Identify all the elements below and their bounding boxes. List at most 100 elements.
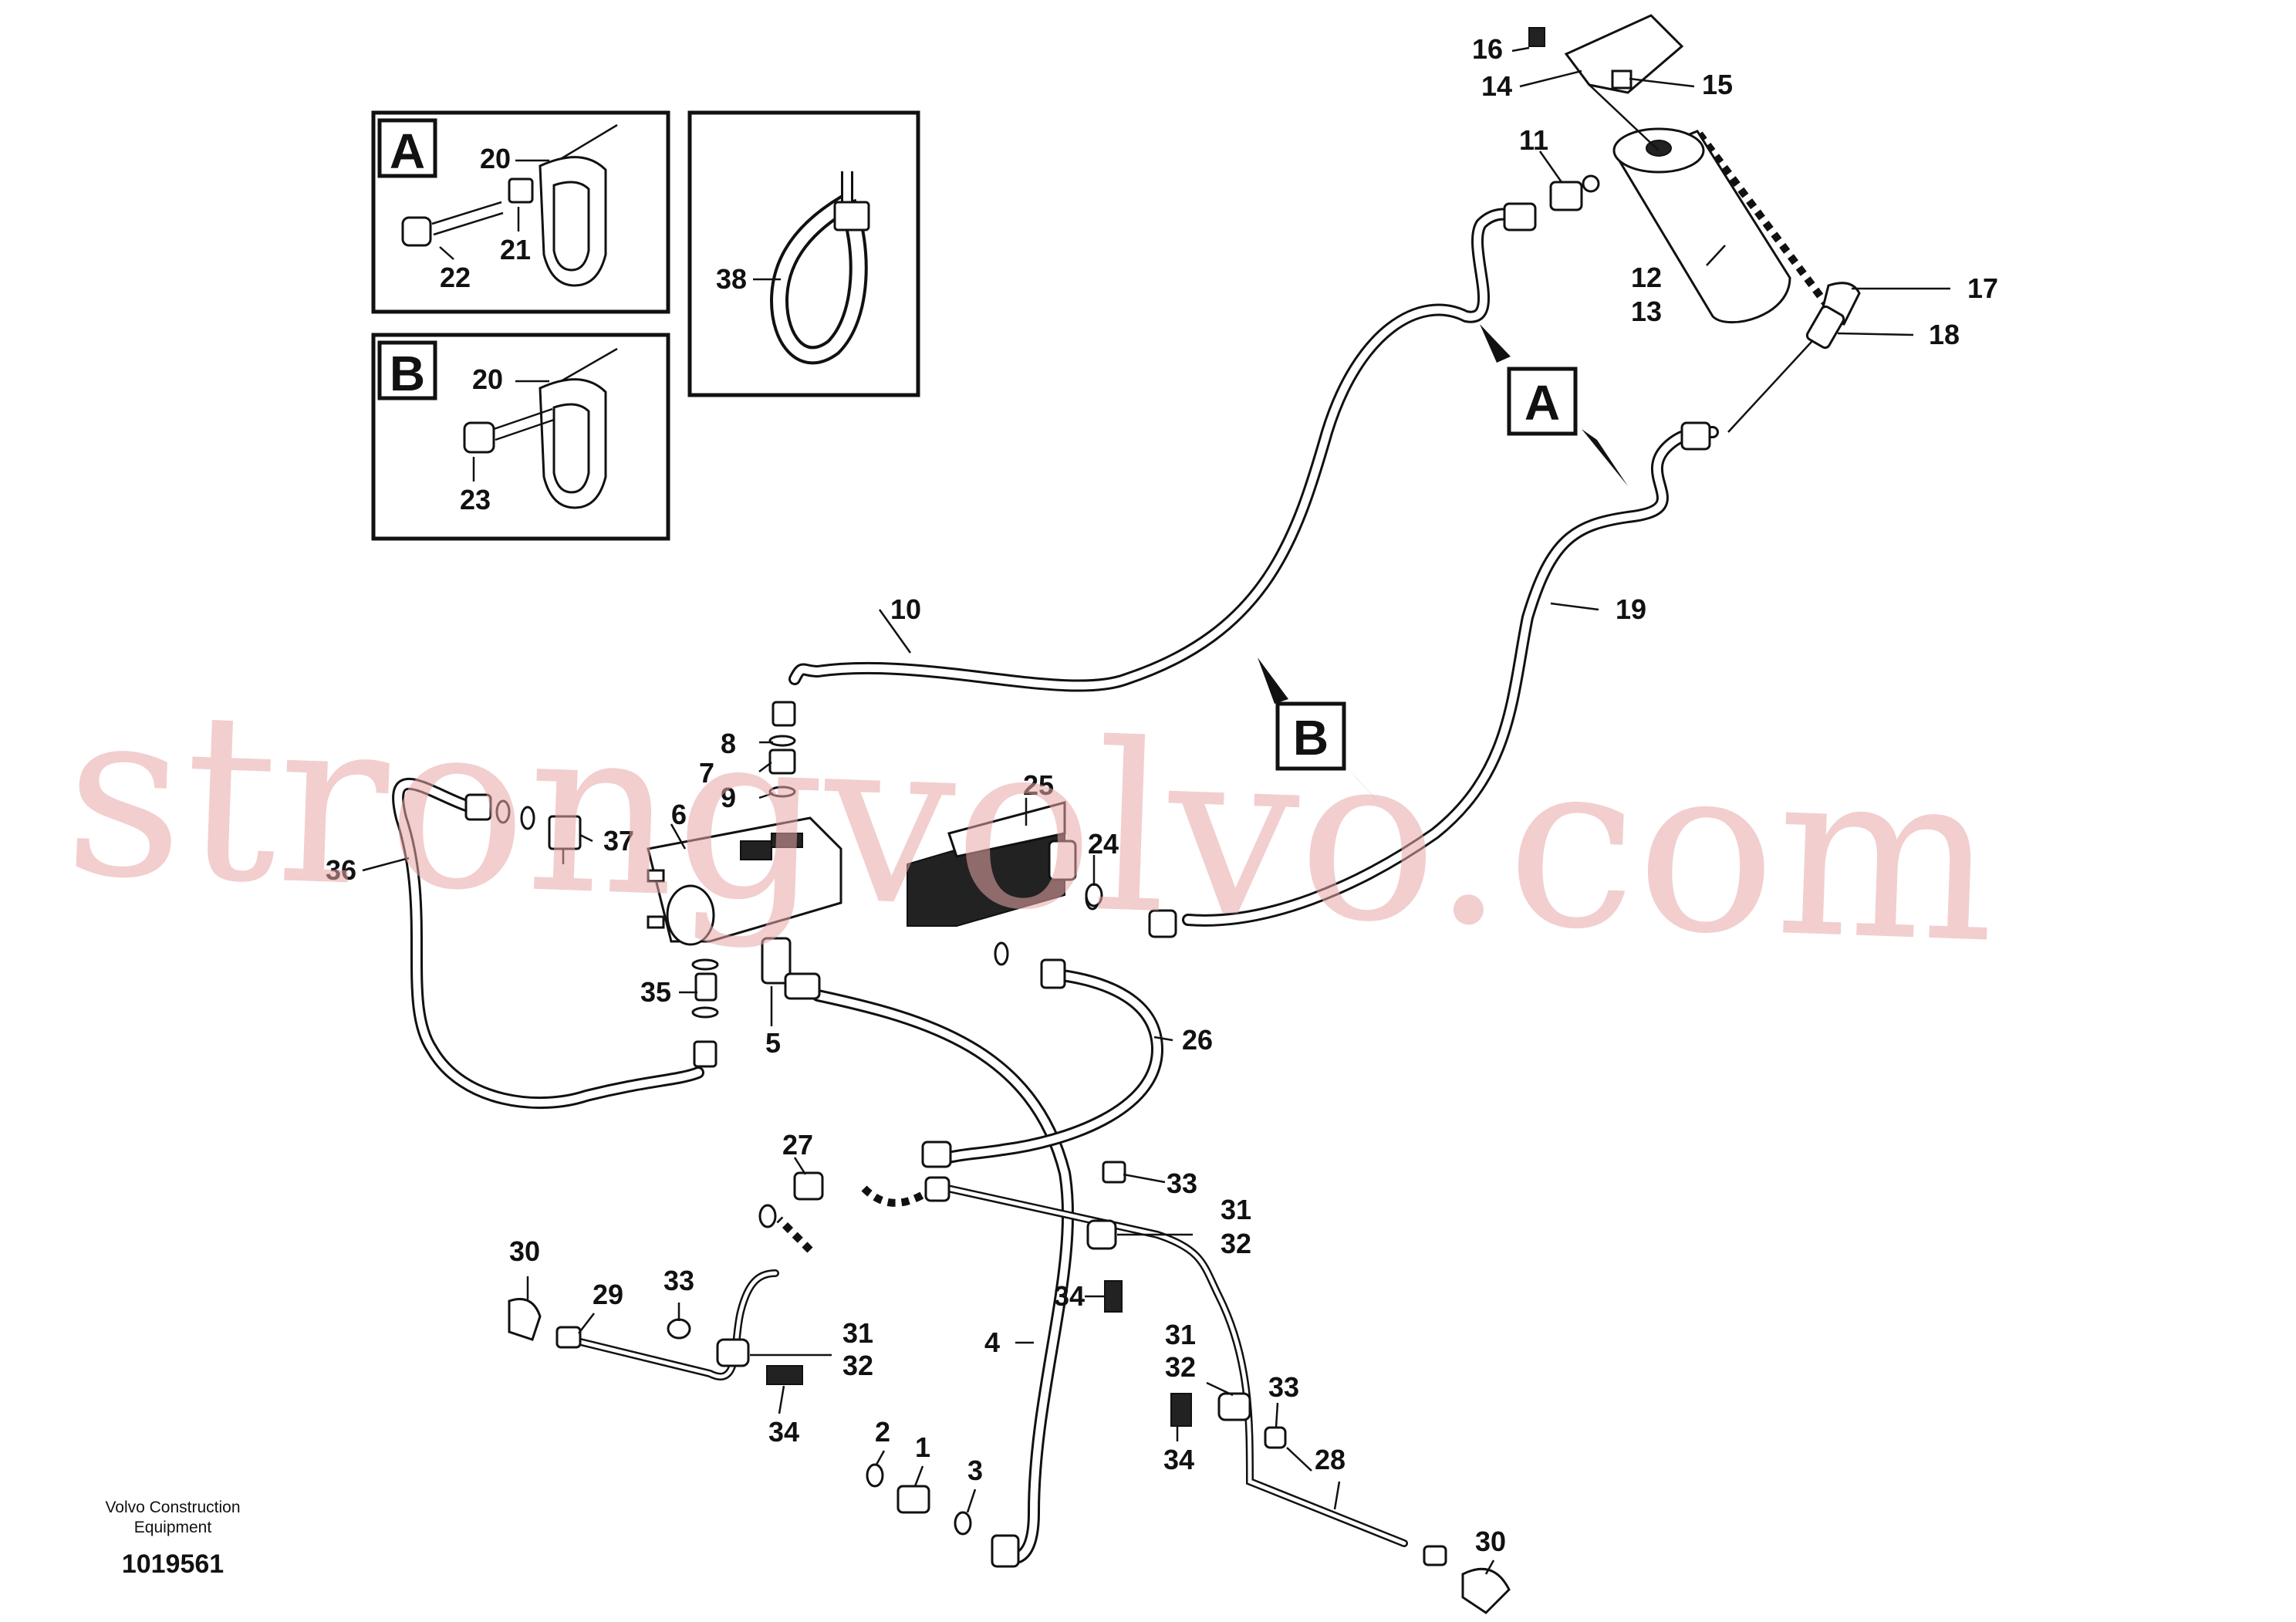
bolt-15 — [1611, 69, 1633, 90]
label-29: 29 — [593, 1279, 623, 1310]
fitting-pipe-28 — [924, 1176, 950, 1202]
fitting-hose-4-mid — [921, 1140, 952, 1168]
detail-marker-a-letter: A — [1524, 375, 1560, 431]
bolt-34b — [766, 1365, 803, 1385]
connector-27 — [793, 1171, 824, 1201]
inset-b-letter: B — [390, 346, 425, 401]
label-12: 12 — [1631, 262, 1662, 293]
cable-tie-illustration — [769, 171, 870, 365]
inset-box-a: A 20 21 22 — [371, 110, 670, 314]
fitting-hose-26-top — [1040, 958, 1066, 989]
pipe-29 — [567, 1269, 779, 1380]
fitting-hose-19-top — [1680, 421, 1711, 451]
inset-b-label-23: 23 — [460, 484, 491, 515]
label-25: 25 — [1023, 769, 1054, 801]
valve-block-6 — [647, 816, 842, 946]
label-26: 26 — [1182, 1024, 1213, 1056]
label-37: 37 — [603, 825, 634, 857]
elbow-17 — [1805, 282, 1861, 350]
fitting-pipe-28-end — [1423, 1545, 1447, 1566]
drain-line-18 — [1727, 331, 1822, 433]
clamp-illustration-b — [463, 347, 618, 509]
label-36: 36 — [326, 854, 356, 886]
label-28: 28 — [1315, 1444, 1346, 1475]
hose-10 — [788, 208, 1534, 692]
nut-33c — [1264, 1426, 1287, 1449]
oring-26 — [994, 941, 1009, 966]
label-30a: 30 — [509, 1235, 540, 1267]
label-34a: 34 — [1054, 1280, 1085, 1312]
bolt-16 — [1528, 27, 1545, 47]
label-31a: 31 — [1221, 1194, 1251, 1225]
footer: Volvo Construction Equipment 1019561 — [105, 1499, 240, 1579]
inset-a-label-20: 20 — [480, 143, 511, 174]
elbow-30b — [1461, 1567, 1511, 1614]
label-33b: 33 — [663, 1265, 694, 1296]
clamp-31c — [1217, 1392, 1251, 1421]
label-31b: 31 — [842, 1317, 873, 1349]
leader-lines — [362, 46, 1950, 1575]
fitting-pipe-29-end — [555, 1326, 582, 1349]
detail-marker-b-letter: B — [1293, 710, 1329, 765]
label-34b: 34 — [768, 1416, 799, 1448]
label-15: 15 — [1702, 69, 1733, 100]
hose-4 — [812, 989, 1075, 1565]
label-32a: 32 — [1221, 1228, 1251, 1259]
label-14: 14 — [1481, 70, 1512, 102]
bolt-34c — [1170, 1393, 1192, 1427]
label-9: 9 — [721, 782, 736, 813]
adapter-1 — [866, 1463, 972, 1536]
clamp-illustration — [401, 123, 618, 287]
nut-33a — [1102, 1161, 1126, 1184]
inset-a-letter: A — [390, 123, 425, 179]
drawing-number: 1019561 — [122, 1549, 224, 1579]
label-27: 27 — [782, 1129, 813, 1161]
part-labels: 16 14 15 11 12 13 17 18 19 10 8 7 9 6 37… — [326, 33, 1998, 1557]
detail-marker-a: A — [1480, 324, 1628, 486]
label-7: 7 — [699, 757, 714, 789]
fitting-11 — [1549, 174, 1600, 211]
label-19: 19 — [1616, 593, 1646, 625]
fitting-35 — [691, 958, 719, 1068]
label-24: 24 — [1088, 828, 1119, 860]
dashed-link-29 — [776, 1216, 813, 1253]
inset-b-label-20: 20 — [472, 363, 503, 395]
clamp-31a — [1086, 1219, 1117, 1250]
label-8: 8 — [721, 728, 736, 759]
dashed-link-27 — [861, 1184, 936, 1207]
label-2: 2 — [875, 1416, 890, 1448]
hose-19 — [1182, 426, 1719, 927]
publisher-line-1: Volvo Construction — [105, 1499, 240, 1516]
elbow-30a — [508, 1298, 542, 1341]
label-6: 6 — [671, 799, 687, 830]
hose-26 — [943, 968, 1163, 1164]
label-33a: 33 — [1167, 1168, 1197, 1199]
oring-27 — [758, 1204, 777, 1228]
tie-label-38: 38 — [716, 263, 747, 295]
fitting-hose-4-bottom — [991, 1534, 1020, 1568]
inset-a-label-22: 22 — [440, 262, 471, 293]
fitting-hose-10-top — [1503, 202, 1537, 231]
dashed-link-17 — [1693, 129, 1832, 309]
fitting-hose-36 — [464, 793, 535, 830]
label-10: 10 — [890, 593, 921, 625]
label-1: 1 — [915, 1431, 930, 1463]
bolt-34a — [1104, 1280, 1123, 1313]
label-4: 4 — [984, 1326, 1000, 1358]
label-13: 13 — [1631, 296, 1662, 327]
label-34c: 34 — [1163, 1444, 1194, 1475]
label-16: 16 — [1472, 33, 1503, 65]
inset-a-label-21: 21 — [500, 234, 531, 265]
pipe-28 — [930, 1181, 1408, 1547]
inset-box-cable-tie: 38 — [687, 110, 920, 397]
clamp-31b — [716, 1338, 750, 1367]
tee-37 — [548, 815, 582, 864]
label-5: 5 — [765, 1027, 781, 1059]
publisher-line-2: Equipment — [134, 1519, 212, 1536]
nut-33b — [667, 1318, 691, 1340]
inset-box-b: B 20 23 — [371, 333, 670, 541]
fittings-7-8-9 — [768, 701, 796, 798]
label-33c: 33 — [1268, 1371, 1299, 1403]
label-32c: 32 — [1165, 1351, 1196, 1383]
